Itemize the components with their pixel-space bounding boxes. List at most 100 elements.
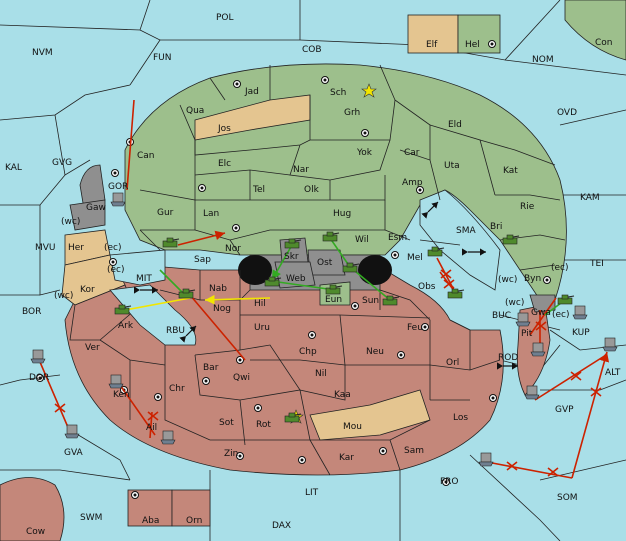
supply-center-icon	[416, 186, 424, 194]
tank-icon[interactable]	[322, 231, 340, 242]
fleets	[30, 192, 618, 467]
supply-center-icon	[488, 40, 496, 48]
label-kam: KAM	[580, 193, 600, 203]
label-amp: Amp	[402, 178, 423, 188]
ship-icon[interactable]	[524, 385, 540, 400]
label-pol: POL	[216, 13, 234, 23]
label-mou: Mou	[343, 422, 362, 432]
double-arrow-icon	[134, 201, 518, 370]
tank-icon[interactable]	[427, 246, 445, 257]
tank-icon[interactable]	[178, 288, 196, 299]
label-sap: Sap	[194, 255, 211, 265]
label-nar: Nar	[293, 165, 309, 175]
tank-icon[interactable]	[342, 262, 360, 273]
label-byn: Byn	[524, 274, 541, 284]
label-wil: Wil	[355, 235, 369, 245]
label-nor: Nor	[225, 244, 241, 254]
label-gvg: GVG	[52, 158, 72, 168]
red-borders	[99, 270, 501, 476]
supply-center-icon	[351, 302, 359, 310]
label-gvp: GVP	[555, 405, 574, 415]
label-eld: Eld	[448, 120, 462, 130]
label-qua: Qua	[186, 106, 204, 116]
label-fro: FRO	[440, 477, 459, 487]
label-obs: Obs	[418, 282, 436, 292]
ship-icon[interactable]	[572, 305, 588, 320]
supply-center-icon	[379, 447, 387, 455]
label-can: Can	[137, 151, 155, 161]
label-rod: ROD	[498, 353, 518, 363]
supply-center-icon	[391, 251, 399, 259]
cut-markers	[54, 269, 602, 477]
province-hel[interactable]	[457, 14, 501, 54]
sea-mit[interactable]	[109, 249, 166, 286]
supply-center-icon	[198, 184, 206, 192]
ship-icon[interactable]	[515, 312, 531, 327]
label-swm: SWM	[80, 513, 102, 523]
ship-icon[interactable]	[64, 424, 80, 439]
supply-center-icon	[421, 323, 429, 331]
tank-icon[interactable]	[325, 284, 343, 295]
label-fun: FUN	[153, 53, 172, 63]
tank-icon[interactable]	[447, 288, 465, 299]
label-ark: Ark	[118, 321, 134, 331]
tank-icon[interactable]	[284, 412, 302, 423]
label-tel: Tel	[252, 185, 265, 195]
province-gaw[interactable]	[69, 199, 106, 231]
label-rie: Rie	[520, 202, 535, 212]
label-tei: TEI	[589, 259, 604, 269]
tank-icon[interactable]	[114, 304, 132, 315]
ship-icon[interactable]	[478, 452, 494, 467]
supply-center-icon	[131, 491, 139, 499]
tank-icon[interactable]	[284, 238, 302, 249]
label-esm: Esm	[388, 233, 407, 243]
green-borders	[139, 64, 566, 271]
label-buc: BUC	[492, 311, 511, 321]
label-web: Web	[286, 274, 306, 284]
label-gwa: Gwa	[531, 308, 551, 318]
label-coast-wc: (wc)	[54, 291, 73, 301]
label-kup: KUP	[572, 328, 590, 338]
label-aba: Aba	[142, 516, 159, 526]
label-chr: Chr	[169, 384, 185, 394]
tank-icon[interactable]	[557, 294, 575, 305]
label-orl: Orl	[446, 358, 459, 368]
label-bar: Bar	[203, 363, 219, 373]
label-pit: Pit	[521, 329, 533, 339]
supply-center-icon	[321, 76, 329, 84]
label-kaa: Kaa	[334, 390, 351, 400]
province-con[interactable]	[564, 0, 626, 61]
label-elc: Elc	[218, 159, 231, 169]
label-coast-wc: (wc)	[498, 275, 517, 285]
ship-icon[interactable]	[530, 342, 546, 357]
ship-icon[interactable]	[602, 337, 618, 352]
tank-icon[interactable]	[502, 234, 520, 245]
label-her: Her	[68, 243, 84, 253]
label-coast-ec: (ec)	[552, 310, 570, 320]
label-hel: Hel	[465, 40, 480, 50]
label-grh: Grh	[344, 108, 360, 118]
label-uru: Uru	[254, 323, 270, 333]
label-sam: Sam	[404, 446, 424, 456]
tank-icon[interactable]	[382, 295, 400, 306]
ship-icon[interactable]	[108, 374, 124, 389]
ship-icon[interactable]	[110, 192, 126, 207]
label-ail: Ail	[146, 423, 157, 433]
supply-center-icon	[154, 393, 162, 401]
label-hil: Hil	[254, 299, 266, 309]
province-orn[interactable]	[171, 489, 211, 527]
label-eun: Eun	[325, 295, 342, 305]
ship-icon[interactable]	[30, 349, 46, 364]
supply-center-icon	[233, 80, 241, 88]
label-jos: Jos	[217, 124, 231, 134]
ship-icon[interactable]	[160, 430, 176, 445]
supply-center-icon	[543, 276, 551, 284]
label-neu: Neu	[366, 347, 384, 357]
province-cow[interactable]	[0, 477, 65, 541]
label-sch: Sch	[330, 88, 346, 98]
label-hug: Hug	[333, 209, 351, 219]
sea-sma[interactable]	[419, 189, 501, 291]
tank-icon[interactable]	[264, 276, 282, 287]
tank-icon[interactable]	[162, 237, 180, 248]
